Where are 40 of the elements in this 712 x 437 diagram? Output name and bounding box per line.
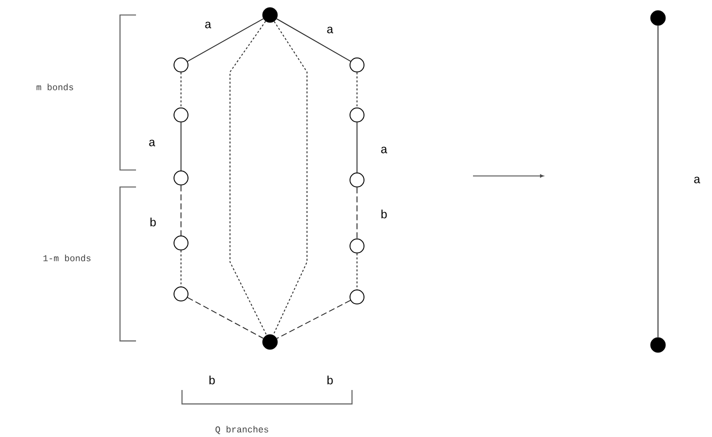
- filled-dot: [262, 7, 278, 23]
- edge: [356, 122, 358, 173]
- edge: [187, 297, 264, 339]
- edge: [180, 184, 182, 236]
- open-circle: [174, 58, 188, 72]
- open-circle: [350, 290, 364, 304]
- edge: [187, 18, 264, 62]
- open-circle: [350, 238, 364, 254]
- edge: [180, 122, 182, 171]
- edge-label: b: [325, 374, 335, 386]
- edge-label: b: [379, 208, 389, 220]
- open-circle: [174, 108, 188, 122]
- edge: [180, 72, 182, 108]
- filled-dot: [650, 337, 666, 353]
- open-circle: [350, 172, 364, 188]
- open-circle: [350, 108, 364, 122]
- edge-label: b: [148, 216, 158, 228]
- filled-dot: [650, 10, 666, 26]
- edge: [276, 300, 351, 339]
- edge: [276, 18, 351, 62]
- edge: [356, 252, 358, 290]
- edge: [356, 186, 358, 239]
- bracket-label: 1-m bonds: [43, 254, 90, 262]
- open-circle: [350, 58, 364, 72]
- edge: [272, 21, 308, 336]
- bracket-label: m bonds: [36, 84, 74, 90]
- open-circle: [174, 286, 188, 302]
- edge: [230, 20, 268, 336]
- edge: [356, 72, 358, 108]
- edge-label: a: [692, 176, 702, 184]
- filled-dot: [262, 334, 278, 350]
- open-circle: [174, 236, 188, 250]
- edge-label: b: [207, 374, 217, 386]
- edge-label: a: [203, 20, 213, 30]
- edge-label: a: [379, 146, 389, 154]
- bracket-label: Q branches: [216, 426, 268, 434]
- edge: [180, 250, 182, 287]
- edge-label: a: [325, 26, 335, 34]
- edge-label: a: [147, 138, 157, 148]
- open-circle: [174, 170, 188, 186]
